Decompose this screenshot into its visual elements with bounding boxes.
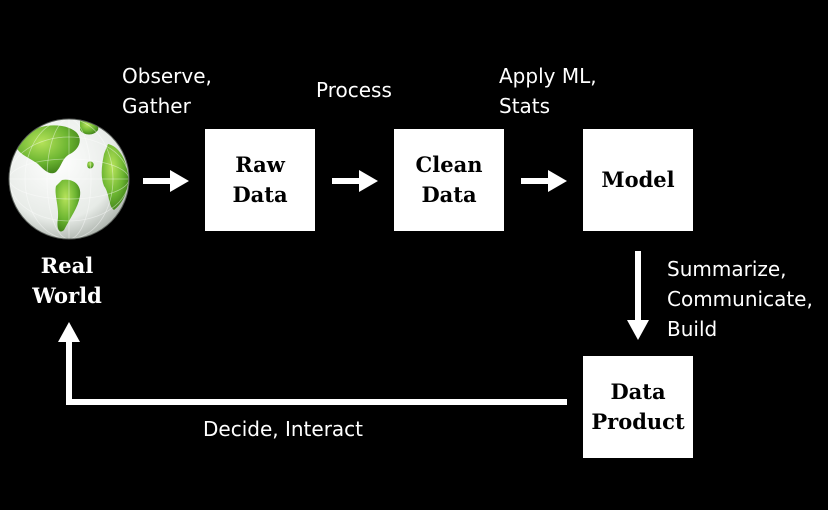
- globe-icon: [8, 118, 130, 240]
- arrow-process: [332, 170, 378, 192]
- clean-data-label: Clean Data: [415, 152, 483, 207]
- raw-data-label: Raw Data: [232, 152, 288, 207]
- model-box: Model: [583, 129, 693, 231]
- arrow-decide: [58, 322, 567, 405]
- arrow-apply-ml: [521, 170, 567, 192]
- process-label: Process: [316, 78, 392, 102]
- data-product-box: Data Product: [583, 356, 693, 458]
- data-product-label: Data Product: [591, 379, 685, 434]
- summarize-communicate-build-label: Summarize, Communicate, Build: [667, 257, 813, 341]
- observe-gather-label: Observe, Gather: [122, 64, 212, 118]
- clean-data-box: Clean Data: [394, 129, 504, 231]
- arrow-summarize: [627, 251, 649, 340]
- real-world-label: Real World: [32, 253, 102, 308]
- apply-ml-stats-label: Apply ML, Stats: [499, 64, 597, 118]
- decide-interact-label: Decide, Interact: [203, 417, 364, 441]
- model-label: Model: [601, 167, 675, 192]
- raw-data-box: Raw Data: [205, 129, 315, 231]
- arrow-observe: [143, 170, 189, 192]
